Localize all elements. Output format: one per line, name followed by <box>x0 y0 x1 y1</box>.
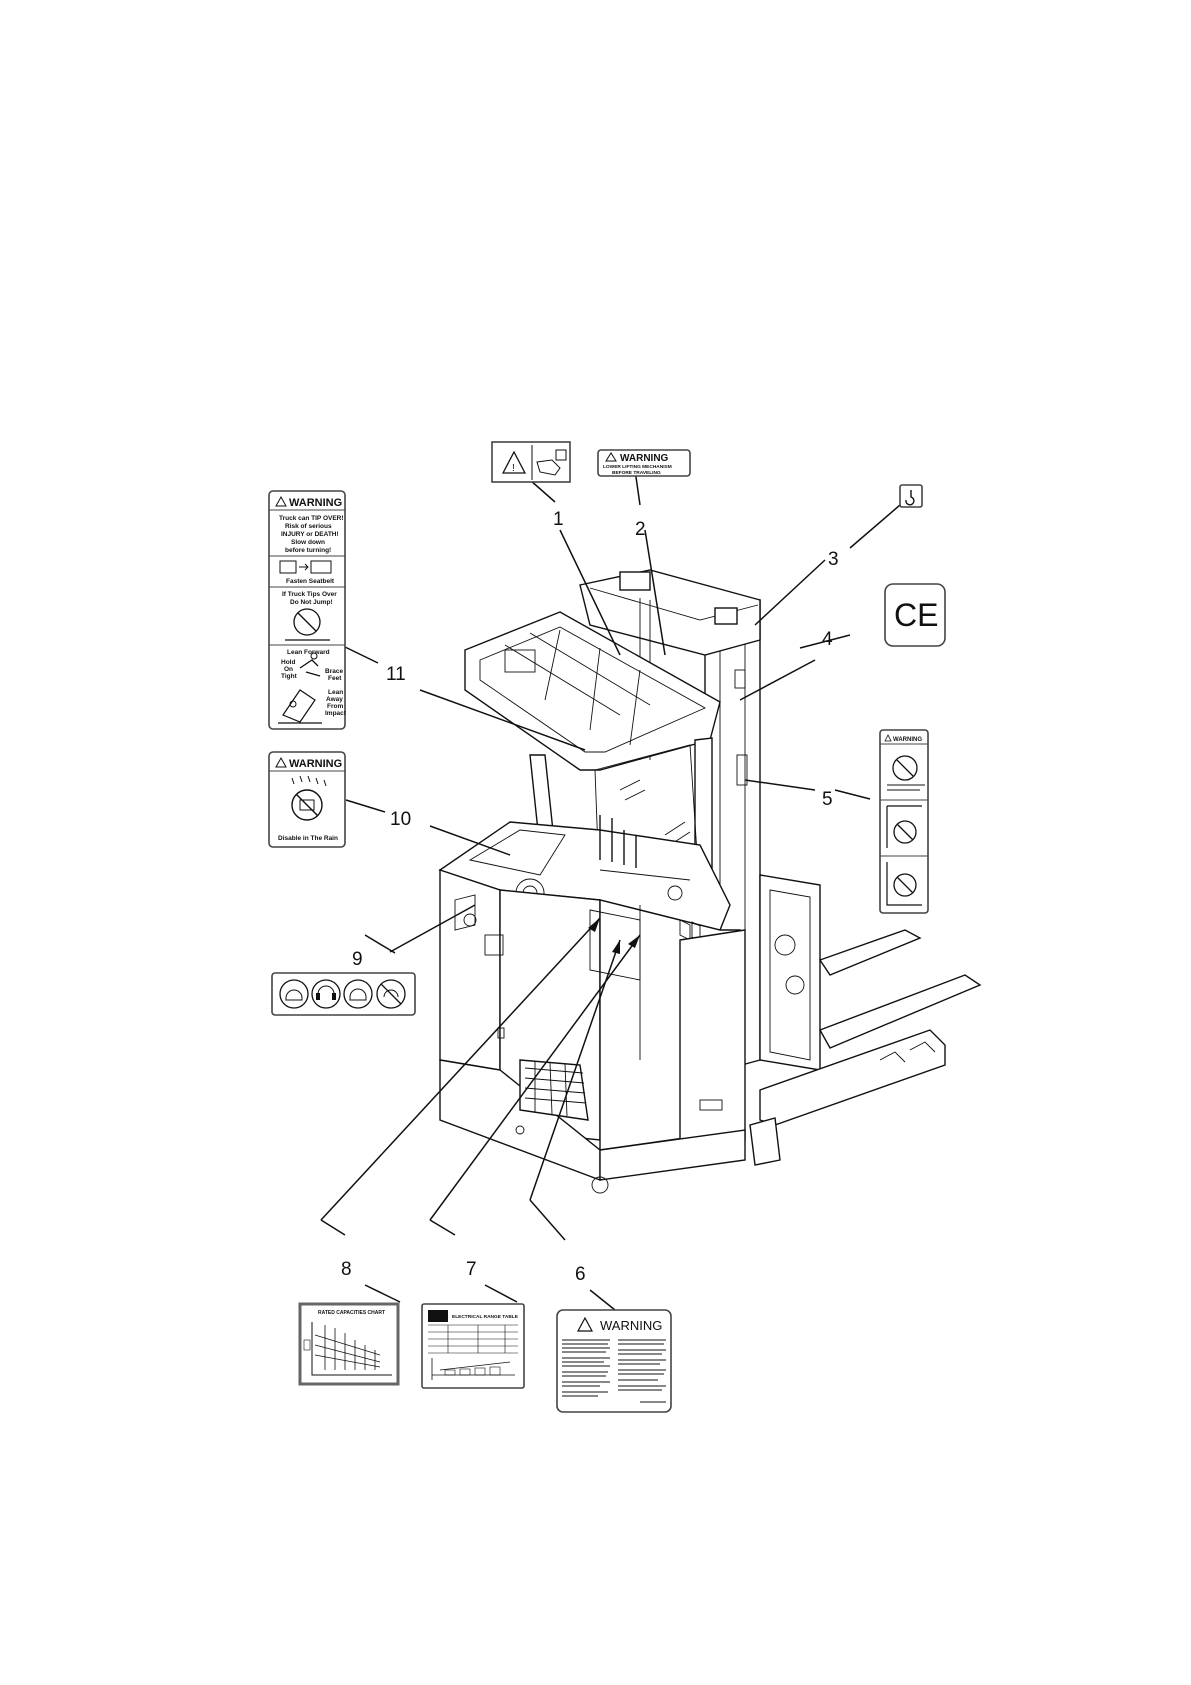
label-11-text: Lean <box>328 689 343 696</box>
label-11-text: Lean Forward <box>287 649 330 656</box>
callout-5: 5 <box>822 789 833 810</box>
safety-cap-icon <box>343 979 373 1009</box>
label-8-title: RATED CAPACITIES CHART <box>318 1310 385 1316</box>
callout-2: 2 <box>635 519 646 540</box>
warning-triangle-icon <box>275 495 287 507</box>
label-11-text: Feet <box>328 675 342 682</box>
label-11-title: WARNING <box>289 497 342 509</box>
svg-text:!: ! <box>512 463 515 474</box>
tip-over-truck-icon <box>278 689 322 724</box>
label-7-electrical-range-table: ELECTRICAL RANGE TABLE <box>421 1303 525 1389</box>
label-11-text: Hold <box>281 659 295 666</box>
no-jump-icon <box>285 608 330 641</box>
label-6-general-warning: WARNING <box>556 1309 672 1413</box>
ce-mark-text: CE <box>894 597 938 633</box>
callout-1: 1 <box>553 509 564 530</box>
warning-triangle-icon <box>576 1316 594 1332</box>
label-5-operator-warnings: WARNING <box>879 729 929 914</box>
ear-protection-icon <box>311 979 341 1009</box>
label-10-text: Disable in The Rain <box>278 835 338 842</box>
warning-triangle-icon <box>605 452 617 462</box>
label-8-capacity-chart: RATED CAPACITIES CHART <box>298 1302 400 1386</box>
label-11-text: Fasten Seatbelt <box>286 578 335 585</box>
label-11-text: From <box>327 703 343 710</box>
label-11-text: Do Not Jump! <box>290 599 333 606</box>
label-6-fine-print <box>562 1339 666 1403</box>
no-rain-icon <box>291 775 327 821</box>
no-climbing-icon <box>887 755 925 791</box>
callout-9: 9 <box>352 949 363 970</box>
label-2-line-1: LOWER LIFTING MECHANISM <box>603 464 672 470</box>
label-9-ppe-pictograms <box>271 972 416 1016</box>
warning-triangle-icon <box>884 734 892 742</box>
label-4-ce-mark: CE <box>884 583 946 647</box>
no-reaching-through-icon <box>886 862 922 906</box>
callout-4: 4 <box>822 629 833 650</box>
label-7-title: ELECTRICAL RANGE TABLE <box>452 1314 519 1320</box>
label-10-rain-warning: WARNING Disable in The Rain <box>268 751 346 848</box>
label-2-lower-lifting-warning: WARNING LOWER LIFTING MECHANISM BEFORE T… <box>597 449 691 477</box>
callout-8: 8 <box>341 1259 352 1280</box>
lifting-hook-icon <box>905 490 915 506</box>
callout-11: 11 <box>386 664 406 685</box>
seatbelt-icon <box>279 560 332 574</box>
label-11-text: Risk of serious <box>285 523 332 530</box>
warning-triangle-icon <box>275 756 287 768</box>
label-11-text: Tight <box>281 673 298 680</box>
label-10-title: WARNING <box>289 758 342 770</box>
callout-numbers: 1 2 3 4 5 6 7 8 9 10 11 <box>341 509 839 1285</box>
label-11-text: On <box>284 666 293 673</box>
callout-3: 3 <box>828 549 839 570</box>
label-11-text: INJURY or DEATH! <box>281 531 339 538</box>
label-11-text: Away <box>326 696 343 703</box>
lean-forward-icon <box>299 652 321 677</box>
callout-10: 10 <box>390 809 411 830</box>
label-2-line-2: BEFORE TRAVELING <box>612 470 661 476</box>
label-11-text: Brace <box>325 668 343 675</box>
label-3-lifting-point <box>899 484 923 508</box>
helmet-icon <box>279 979 309 1009</box>
callout-7: 7 <box>466 1259 477 1280</box>
no-helmet-icon <box>376 979 406 1009</box>
label-11-text: before turning! <box>285 547 331 554</box>
label-2-title: WARNING <box>620 453 669 464</box>
no-standing-under-icon <box>886 805 922 848</box>
leader-lines <box>320 469 901 1311</box>
label-11-text: Impact <box>325 710 347 717</box>
forklift-illustration <box>438 569 982 1194</box>
label-5-title: WARNING <box>893 737 922 743</box>
label-11-text: If Truck Tips Over <box>282 591 337 598</box>
label-11-tip-over-warning: WARNING Truck can TIP OVER! Risk of seri… <box>268 490 347 730</box>
warning-triangle-icon <box>501 450 527 474</box>
label-11-text: Truck can TIP OVER! <box>279 515 344 522</box>
hand-crush-icon <box>536 449 567 476</box>
callout-6: 6 <box>575 1264 586 1285</box>
label-11-text: Slow down <box>291 539 325 546</box>
label-1-hand-crush-warning: ! <box>491 441 571 483</box>
label-6-title: WARNING <box>600 1318 662 1333</box>
